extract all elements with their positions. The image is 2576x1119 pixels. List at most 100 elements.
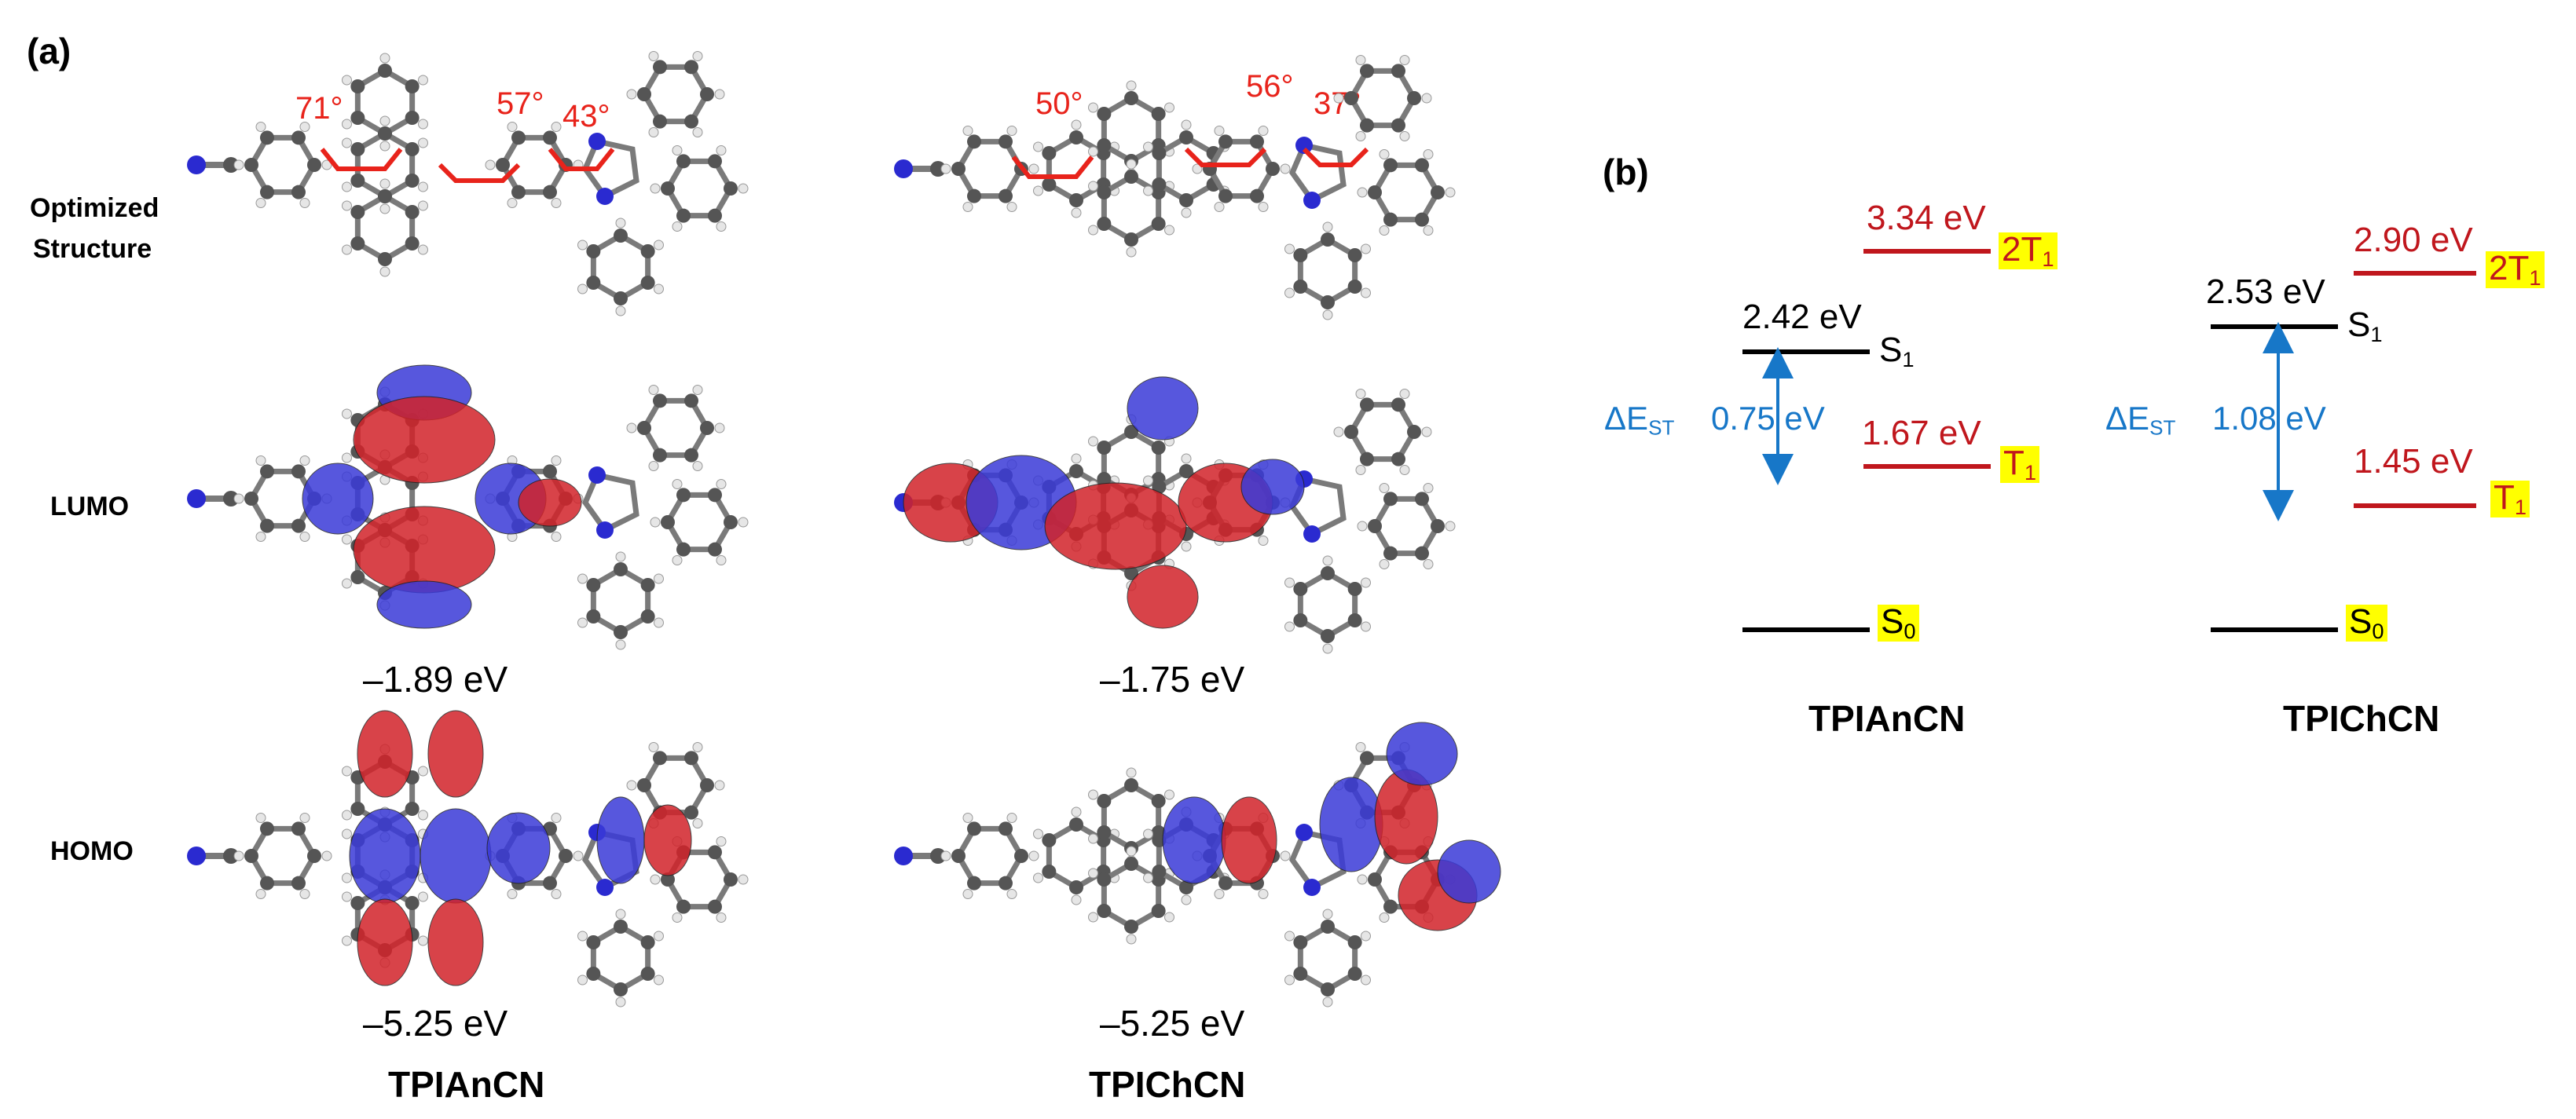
dihedral-angle-label: 50° <box>1035 86 1083 121</box>
nitrogen-atom <box>1303 192 1321 209</box>
carbon-atom <box>724 515 738 529</box>
carbon-atom <box>1179 130 1193 144</box>
hydrogen-atom <box>940 163 951 174</box>
carbon-atom <box>1250 134 1264 149</box>
hydrogen-atom <box>648 51 659 62</box>
orbital-lobe <box>427 898 484 986</box>
row-label-homo: HOMO <box>50 836 134 866</box>
nitrogen-atom <box>1295 137 1313 154</box>
carbon-atom <box>1069 464 1083 478</box>
hydrogen-atom <box>379 141 390 152</box>
hydrogen-atom <box>1028 850 1039 861</box>
carbon-atom <box>1097 138 1112 152</box>
nitrogen-atom <box>1295 824 1313 841</box>
nitrogen-atom <box>187 847 206 865</box>
carbon-atom <box>378 126 392 141</box>
carbon-atom <box>350 142 365 156</box>
hydrogen-atom <box>342 534 353 545</box>
carbon-atom <box>1124 857 1138 871</box>
hydrogen-atom <box>342 75 353 86</box>
hydrogen-atom <box>1360 931 1371 942</box>
carbon-atom <box>291 821 306 836</box>
carbon-atom <box>640 609 655 623</box>
hydrogen-atom <box>615 218 626 229</box>
hydrogen-atom <box>1322 555 1333 566</box>
hydrogen-atom <box>1280 850 1291 861</box>
hydrogen-atom <box>1163 225 1174 236</box>
carbon-atom <box>1383 492 1398 506</box>
dihedral-marker <box>438 163 521 183</box>
hydrogen-atom <box>1258 535 1269 546</box>
hydrogen-atom <box>342 810 353 821</box>
tpianc-t1-energy: 1.67 eV <box>1862 414 1981 452</box>
hydrogen-atom <box>507 197 518 208</box>
carbon-atom <box>1321 982 1335 996</box>
panel-a-label: (a) <box>27 31 71 71</box>
imidazole-ring <box>582 471 639 534</box>
carbon-atom <box>614 562 628 576</box>
orbital-lobe <box>1127 376 1199 441</box>
hydrogen-atom <box>1379 149 1390 160</box>
hydrogen-atom <box>1033 872 1044 883</box>
carbon-atom <box>350 802 365 816</box>
hydrogen-atom <box>417 810 428 821</box>
carbon-atom <box>260 130 274 145</box>
hydrogen-atom <box>1163 912 1174 923</box>
hydrogen-atom <box>1071 119 1082 130</box>
hydrogen-atom <box>1360 621 1371 632</box>
carbon-atom <box>724 181 738 196</box>
carbon-atom <box>1293 935 1308 949</box>
hydrogen-atom <box>1355 55 1366 66</box>
hydrogen-atom <box>321 850 332 861</box>
carbon-atom <box>1293 613 1308 627</box>
carbon-atom <box>1347 248 1362 262</box>
carbon-atom <box>1179 193 1193 207</box>
carbon-atom <box>1293 967 1308 981</box>
hydrogen-atom <box>1088 868 1099 879</box>
carbon-atom <box>637 421 651 435</box>
hydrogen-atom <box>716 836 727 847</box>
hydrogen-atom <box>615 551 626 562</box>
carbon-atom <box>223 491 239 506</box>
hydrogen-atom <box>1163 102 1174 113</box>
hydrogen-atom <box>577 283 588 294</box>
carbon-atom <box>586 244 601 258</box>
hydrogen-atom <box>1322 309 1333 320</box>
hydrogen-atom <box>1143 141 1154 152</box>
hydrogen-atom <box>1071 806 1082 817</box>
carbon-atom <box>1151 107 1166 121</box>
carbon-atom <box>1179 464 1193 478</box>
hydrogen-atom <box>626 422 637 433</box>
hydrogen-atom <box>1214 201 1225 212</box>
hydrogen-atom <box>1284 287 1295 298</box>
hydrogen-atom <box>1181 453 1192 464</box>
tpichcn-t1-energy: 1.45 eV <box>2354 442 2473 481</box>
carbon-atom <box>1293 582 1308 596</box>
carbon-atom <box>1347 613 1362 627</box>
dihedral-angle-label: 56° <box>1246 69 1294 104</box>
hydrogen-atom <box>1360 975 1371 986</box>
hydrogen-atom <box>626 780 637 791</box>
hydrogen-atom <box>507 122 518 133</box>
nitrogen-atom <box>588 133 606 150</box>
hydrogen-atom <box>342 452 353 463</box>
hydrogen-atom <box>551 197 562 208</box>
hydrogen-atom <box>1379 558 1390 569</box>
carbon-atom <box>543 464 557 479</box>
carbon-atom <box>260 518 274 533</box>
carbon-atom <box>676 154 691 169</box>
orbital-lobe <box>1221 796 1277 884</box>
hydrogen-atom <box>1322 221 1333 232</box>
hydrogen-atom <box>716 554 727 565</box>
carbon-atom <box>640 967 655 981</box>
tpichcn-s0-label: S0 <box>2346 605 2387 642</box>
tpichcn-dest-value: 1.08 eV <box>2212 400 2326 437</box>
hydrogen-atom <box>1181 207 1192 218</box>
hydrogen-atom <box>672 145 683 156</box>
hydrogen-atom <box>1360 243 1371 254</box>
carbon-atom <box>684 114 698 129</box>
hydrogen-atom <box>648 460 659 471</box>
hydrogen-atom <box>485 159 496 170</box>
hydrogen-atom <box>1379 912 1390 923</box>
hydrogen-atom <box>417 75 428 86</box>
